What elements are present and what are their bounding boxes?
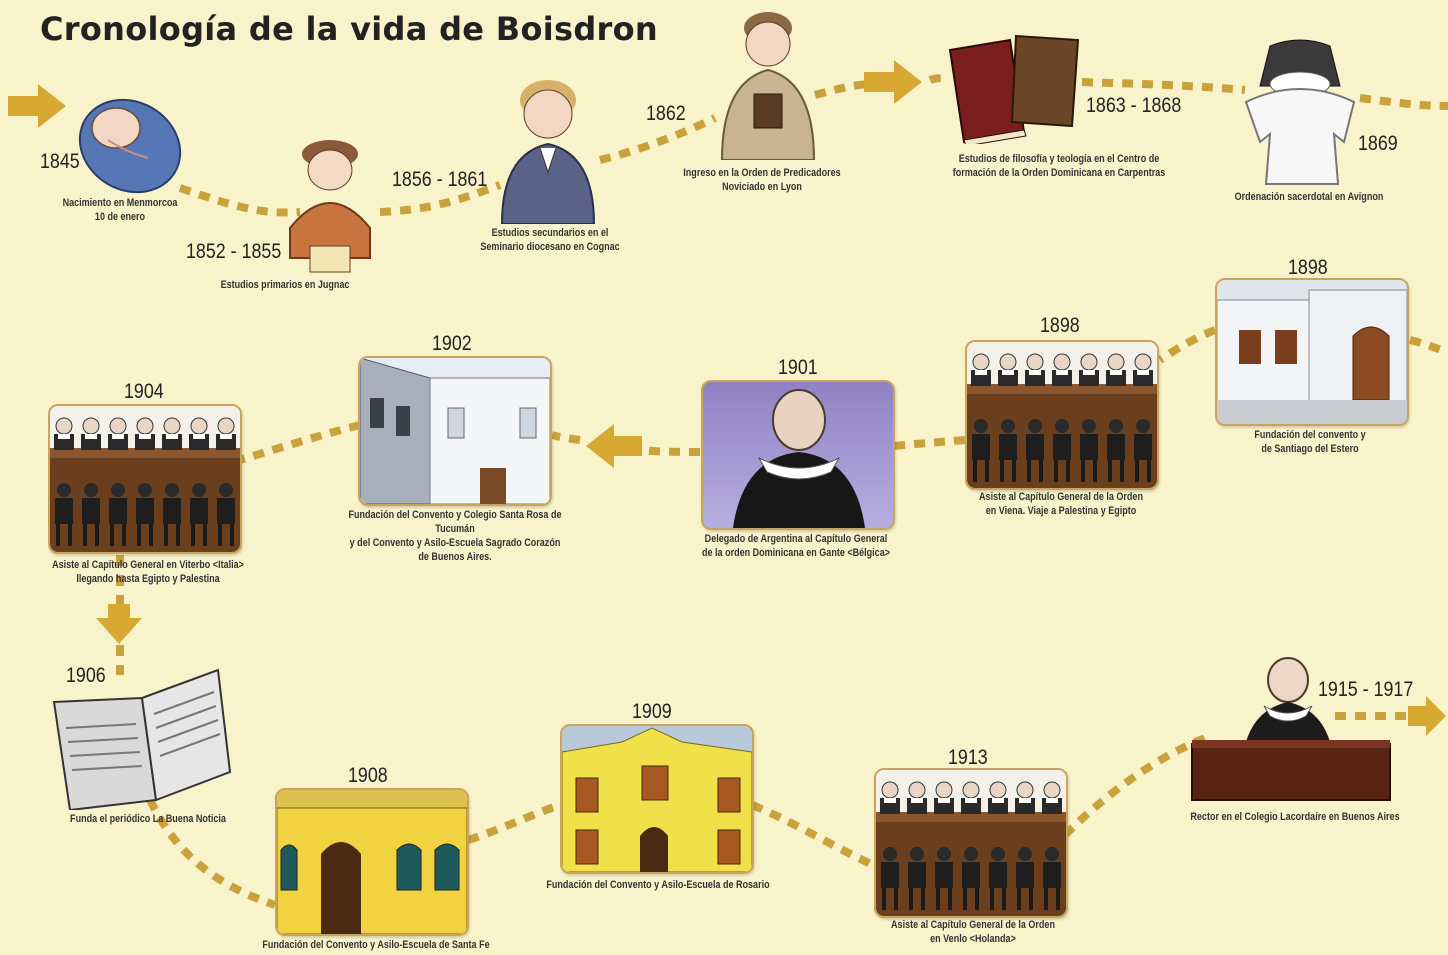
newspaper-icon bbox=[52, 668, 232, 810]
yellow-building-icon bbox=[275, 788, 469, 936]
child-with-backpack-icon bbox=[289, 140, 371, 273]
year-label: 1862 bbox=[646, 102, 686, 125]
event-caption: Delegado de Argentina al Capítulo Genera… bbox=[702, 533, 890, 559]
event-caption: Nacimiento en Menmorcoa 10 de enero bbox=[62, 197, 178, 223]
event-caption: Estudios secundarios en el Seminario dio… bbox=[480, 227, 620, 253]
event-caption: Ingreso en la Orden de Predicadores Novi… bbox=[683, 167, 841, 193]
general-chapter-icon bbox=[874, 768, 1068, 918]
event-caption: Fundación del convento y de Santiago del… bbox=[1254, 429, 1366, 455]
year-label: 1856 - 1861 bbox=[392, 168, 488, 191]
event-caption: Asiste al Capítulo General de la Orden e… bbox=[979, 491, 1143, 517]
school-building-icon bbox=[358, 356, 552, 506]
year-label: 1869 bbox=[1358, 132, 1398, 155]
year-label: 1906 bbox=[66, 664, 106, 687]
event-caption: Asiste al Capítulo General en Viterbo <I… bbox=[52, 559, 244, 585]
convent-building-icon bbox=[1215, 278, 1409, 426]
event-caption: Rector en el Colegio Lacordaire en Bueno… bbox=[1190, 811, 1400, 823]
general-chapter-icon bbox=[48, 404, 242, 554]
start-arrow bbox=[8, 84, 66, 128]
year-label: 1845 bbox=[40, 150, 80, 173]
end-arrow bbox=[1408, 696, 1446, 736]
year-label: 1863 - 1868 bbox=[1086, 94, 1182, 117]
right-arrow bbox=[864, 60, 922, 104]
down-arrow bbox=[96, 604, 142, 644]
year-label: 1852 - 1855 bbox=[186, 240, 282, 263]
year-label: 1915 - 1917 bbox=[1318, 678, 1414, 701]
event-caption: Fundación del Convento y Asilo-Escuela d… bbox=[262, 939, 490, 951]
swaddled-baby-icon bbox=[78, 98, 182, 194]
books-icon bbox=[948, 34, 1080, 144]
year-label: 1901 bbox=[778, 356, 818, 379]
rector-at-desk-icon bbox=[1191, 657, 1391, 801]
left-arrow bbox=[586, 424, 642, 468]
event-caption: Estudios primarios en Jugnac bbox=[220, 279, 350, 291]
event-caption: Funda el periódico La Buena Noticia bbox=[70, 813, 226, 825]
year-label: 1898 bbox=[1040, 314, 1080, 337]
year-label: 1913 bbox=[948, 746, 988, 769]
page-title: Cronología de la vida de Boisdron bbox=[40, 10, 658, 48]
year-label: 1902 bbox=[432, 332, 472, 355]
yellow-building-icon bbox=[560, 724, 754, 874]
event-caption: Fundación del Convento y Asilo-Escuela d… bbox=[546, 879, 770, 891]
general-chapter-icon bbox=[965, 340, 1159, 490]
dominican-habit-icon bbox=[1244, 39, 1356, 185]
event-caption: Asiste al Capítulo General de la Orden e… bbox=[891, 919, 1055, 945]
event-caption: Estudios de filosofía y teología en el C… bbox=[952, 153, 1166, 179]
student-icon bbox=[500, 80, 596, 224]
year-label: 1909 bbox=[632, 700, 672, 723]
arrow-group bbox=[8, 60, 1446, 736]
friar-portrait-icon bbox=[701, 380, 895, 530]
event-caption: Fundación del Convento y Colegio Santa R… bbox=[348, 509, 562, 563]
novice-with-book-icon bbox=[720, 12, 816, 160]
year-label: 1904 bbox=[124, 380, 164, 403]
year-label: 1908 bbox=[348, 764, 388, 787]
event-caption: Ordenación sacerdotal en Avignon bbox=[1234, 191, 1384, 203]
year-label: 1898 bbox=[1288, 256, 1328, 279]
